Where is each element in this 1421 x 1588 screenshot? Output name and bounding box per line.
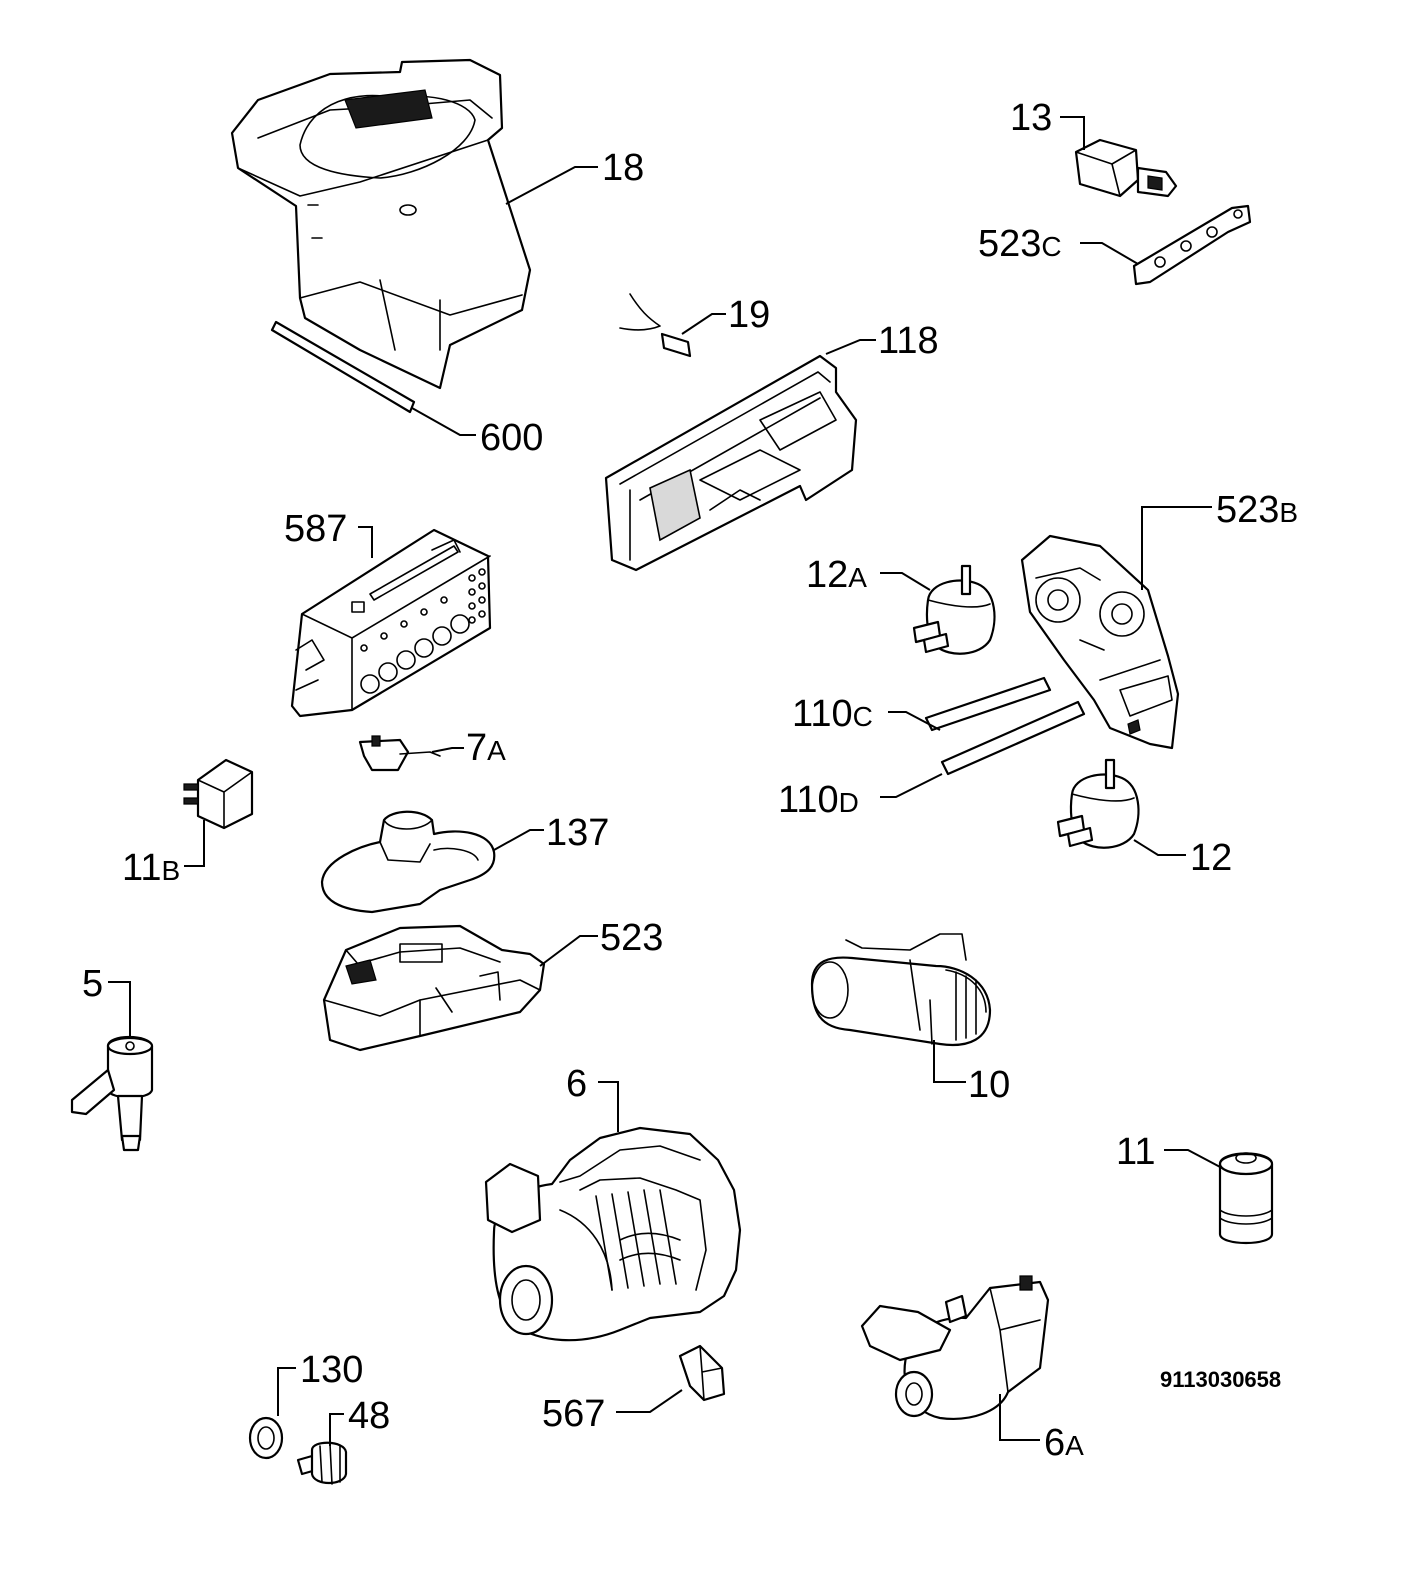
part-600-rod[interactable] [270, 320, 416, 414]
part-118-dispenser[interactable] [604, 354, 858, 572]
part-18-duct-housing[interactable] [230, 58, 532, 390]
part-19-sensor[interactable] [619, 293, 692, 358]
part-7a-thermostat[interactable] [358, 735, 441, 772]
part-137-cover[interactable] [320, 810, 496, 914]
label-567: 567 [542, 1393, 605, 1435]
label-110d-suffix: D [839, 787, 859, 818]
label-12: 12 [1190, 837, 1232, 879]
module-button-holes [360, 596, 470, 694]
part-11b-relay[interactable] [183, 758, 254, 830]
label-130: 130 [300, 1349, 363, 1391]
label-7a-suffix: A [487, 735, 506, 766]
part-523-base[interactable] [322, 924, 546, 1052]
part-5-inlet-valve[interactable] [70, 1036, 154, 1152]
label-600: 600 [480, 417, 543, 459]
part-labels: 18 600 13 523C 19 118 587 523B 12A 110C … [82, 97, 1298, 1464]
label-18: 18 [602, 147, 644, 189]
label-110d-number: 110 [778, 779, 839, 821]
part-587-electronic-module[interactable] [290, 528, 492, 718]
label-11: 11 [1116, 1131, 1155, 1173]
part-523b-bracket[interactable] [1020, 534, 1180, 750]
label-110d: 110D [778, 779, 859, 821]
label-6: 6 [566, 1063, 587, 1105]
label-523b-suffix: B [1279, 497, 1298, 528]
label-7a: 7A [466, 727, 506, 769]
part-11-capacitor[interactable] [1218, 1152, 1274, 1244]
label-523b: 523B [1216, 489, 1298, 531]
drawing-code: 9113030658 [1160, 1367, 1281, 1392]
module-connector-pins [468, 568, 486, 624]
label-523c-number: 523 [978, 223, 1041, 265]
label-523b-number: 523 [1216, 489, 1279, 531]
label-11b-number: 11 [122, 847, 161, 889]
part-567-clip[interactable] [678, 1344, 726, 1402]
label-118: 118 [878, 320, 939, 362]
label-523c-suffix: C [1041, 231, 1061, 262]
leader-lines [108, 116, 1223, 1446]
label-6a: 6A [1044, 1422, 1084, 1464]
label-7a-number: 7 [466, 727, 487, 769]
label-12a: 12A [806, 554, 867, 596]
label-19: 19 [728, 294, 770, 336]
label-12a-suffix: A [848, 562, 867, 593]
part-110c-tube[interactable] [924, 676, 1052, 732]
label-587: 587 [284, 508, 347, 550]
label-13: 13 [1010, 97, 1052, 139]
part-6-circulation-pump[interactable] [484, 1126, 742, 1342]
part-130-seal[interactable] [248, 1416, 284, 1460]
label-6a-suffix: A [1065, 1430, 1084, 1461]
label-110c: 110C [792, 693, 873, 735]
label-523: 523 [600, 917, 663, 959]
label-11b-suffix: B [161, 855, 180, 886]
label-523c: 523C [978, 223, 1062, 265]
label-48: 48 [348, 1395, 390, 1437]
part-12a-pressure-switch[interactable] [912, 564, 996, 655]
part-10-heater[interactable] [810, 933, 992, 1046]
label-110c-suffix: C [853, 701, 873, 732]
label-10: 10 [968, 1064, 1010, 1106]
label-5: 5 [82, 963, 103, 1005]
part-13-switch[interactable] [1074, 138, 1178, 198]
part-523c-bracket[interactable] [1132, 204, 1252, 286]
label-110c-number: 110 [792, 693, 853, 735]
label-6a-number: 6 [1044, 1422, 1065, 1464]
label-12a-number: 12 [806, 554, 848, 596]
label-11b: 11B [122, 847, 180, 889]
part-48-plug[interactable] [296, 1441, 348, 1485]
label-137: 137 [546, 812, 609, 854]
part-12-pressure-switch[interactable] [1056, 758, 1140, 849]
part-6a-drain-pump[interactable] [860, 1275, 1050, 1420]
part-110d-tube[interactable] [940, 700, 1086, 776]
